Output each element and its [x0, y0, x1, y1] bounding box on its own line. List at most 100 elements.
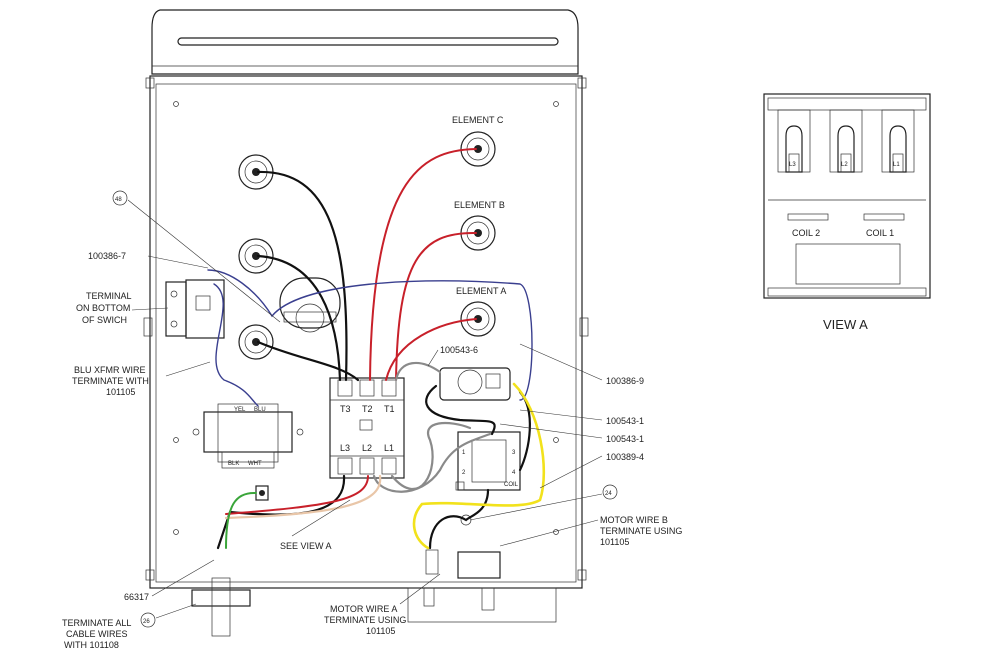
label-see-view-a: SEE VIEW A — [280, 541, 332, 551]
wire-red — [369, 148, 477, 381]
balloon-24: 24 — [602, 484, 618, 500]
corner-bolt-tr — [577, 77, 587, 89]
corner-bolt-tl — [145, 77, 155, 89]
wire-tan — [224, 474, 382, 520]
heater-terminals — [238, 131, 496, 360]
label-element-c: ELEMENT C — [452, 115, 504, 125]
contactor-l3: L3 — [340, 443, 350, 453]
thermostat — [279, 277, 341, 333]
label-blu-2: TERMINATE WITH — [72, 376, 149, 386]
label-100386-7: 100386-7 — [88, 251, 126, 261]
view-a-detail: L3 L2 L1 COIL 2 COIL 1 VIEW A — [763, 93, 931, 332]
wire-gray — [372, 432, 492, 493]
wire-gray — [390, 422, 472, 491]
side-latch-left — [143, 317, 153, 337]
wire-black — [428, 488, 490, 550]
transformer: YEL BLU BLK WHT — [192, 403, 304, 469]
cable-gland — [211, 577, 231, 637]
label-blu-3: 101105 — [106, 387, 135, 397]
lid-handle — [177, 37, 559, 46]
wires — [207, 148, 546, 550]
side-latch-right — [579, 317, 589, 337]
balloon-48: 48 — [112, 190, 128, 206]
corner-bolt-bl — [145, 569, 155, 581]
wire-black — [256, 340, 360, 382]
high-limit-switch — [439, 367, 511, 401]
label-terminal-2: ON BOTTOM — [76, 303, 130, 313]
label-motor-a-2: TERMINATE USING — [324, 615, 406, 625]
label-100386-9: 100386-9 — [606, 376, 644, 386]
label-element-b: ELEMENT B — [454, 200, 505, 210]
mount-hole — [173, 101, 179, 107]
limit-switch — [165, 279, 225, 339]
relay-coil: COIL — [504, 482, 519, 488]
wire-green — [225, 491, 257, 549]
balloon-24-label: 24 — [605, 491, 612, 497]
label-100389-4: 100389-4 — [606, 452, 644, 462]
view-a-title: VIEW A — [823, 317, 868, 332]
terminal-top-left — [238, 154, 274, 190]
element-a-terminal — [460, 301, 496, 337]
wire-yellow — [412, 382, 546, 550]
wire-red — [385, 318, 477, 381]
balloon-26-label: 26 — [143, 619, 150, 625]
wire-gray — [394, 361, 442, 382]
balloon-26: 26 — [140, 612, 156, 628]
label-66317: 66317 — [124, 592, 149, 602]
contactor-l1: L1 — [384, 443, 394, 453]
bottom-fitting — [481, 587, 495, 611]
cable-clamp — [191, 589, 251, 607]
relay-term-4: 4 — [512, 470, 516, 476]
enclosure-body — [149, 75, 583, 589]
view-a-coil-1: COIL 1 — [866, 228, 894, 238]
view-a-l3: L3 — [789, 162, 796, 168]
contactor-t2: T2 — [362, 404, 373, 414]
label-terminate-1: TERMINATE ALL — [62, 618, 131, 628]
xfmr-blk-label: BLK — [228, 461, 239, 467]
mount-hole — [553, 437, 559, 443]
wire-red — [225, 475, 369, 515]
label-motor-b-3: 101105 — [600, 537, 629, 547]
view-a-coil-2: COIL 2 — [792, 228, 820, 238]
terminal-mid-left — [238, 238, 274, 274]
xfmr-blu-label: BLU — [254, 407, 266, 413]
relay: 1 3 2 4 COIL — [455, 431, 521, 491]
contactor-l2: L2 — [362, 443, 372, 453]
mount-hole — [553, 101, 559, 107]
wire-black — [256, 254, 342, 382]
wire-black — [216, 474, 346, 550]
callouts: ELEMENT C ELEMENT B ELEMENT A 100386-7 T… — [62, 115, 682, 650]
ground-lug — [255, 485, 269, 501]
label-100543-6: 100543-6 — [440, 345, 478, 355]
label-100543-1b: 100543-1 — [606, 434, 644, 444]
view-a-l1: L1 — [893, 162, 900, 168]
label-terminate-2: CABLE WIRES — [66, 629, 128, 639]
label-motor-b-1: MOTOR WIRE B — [600, 515, 668, 525]
contactor-t3: T3 — [340, 404, 351, 414]
label-motor-a-1: MOTOR WIRE A — [330, 604, 397, 614]
relay-term-2: 2 — [462, 470, 466, 476]
enclosure-lid — [151, 9, 579, 75]
mount-hole — [173, 437, 179, 443]
enclosure — [143, 9, 589, 637]
contactor-t1: T1 — [384, 404, 395, 414]
view-a-l2: L2 — [841, 162, 848, 168]
label-element-a: ELEMENT A — [456, 286, 506, 296]
balloon-48-label: 48 — [115, 197, 122, 203]
leader-lines — [127, 199, 603, 619]
wire-black — [425, 384, 496, 436]
wire-black — [256, 170, 348, 382]
label-blu-1: BLU XFMR WIRE — [74, 365, 146, 375]
xfmr-wht-label: WHT — [248, 461, 262, 467]
wire-red — [395, 231, 477, 381]
enclosure-inner — [155, 83, 577, 583]
label-motor-b-2: TERMINATE USING — [600, 526, 682, 536]
xfmr-yel-label: YEL — [234, 407, 246, 413]
label-terminal-3: OF SWICH — [82, 315, 127, 325]
label-100543-1a: 100543-1 — [606, 416, 644, 426]
bottom-fitting — [423, 587, 435, 607]
label-terminate-3: WITH 101108 — [64, 640, 119, 650]
terminal-low-left — [238, 324, 274, 360]
contactor: T3 T2 T1 L3 L2 L1 — [329, 377, 405, 479]
